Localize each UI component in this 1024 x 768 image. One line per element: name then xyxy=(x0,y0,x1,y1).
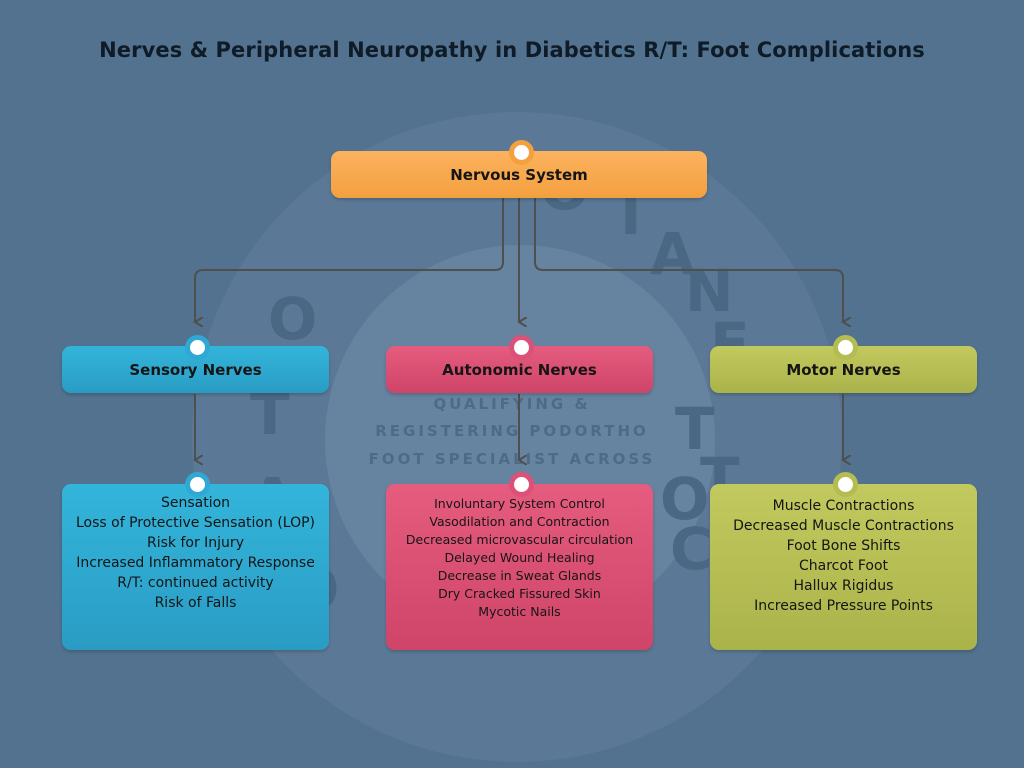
motor-details: Muscle Contractions Decreased Muscle Con… xyxy=(710,484,977,650)
list-item: Increased Pressure Points xyxy=(754,598,933,614)
list-item: Involuntary System Control xyxy=(434,496,605,511)
list-item: Delayed Wound Healing xyxy=(444,550,595,565)
list-item: Muscle Contractions xyxy=(772,498,915,514)
node-label: Motor Nerves xyxy=(786,360,901,379)
list-item: Decreased Muscle Contractions xyxy=(733,518,954,534)
autonomic-details: Involuntary System Control Vasodilation … xyxy=(386,484,653,650)
list-item: Loss of Protective Sensation (LOP) xyxy=(75,515,316,531)
seal-letter: T xyxy=(675,395,715,463)
seal-text-line: QUALIFYING & xyxy=(433,395,591,413)
list-item: Hallux Rigidus xyxy=(793,578,894,594)
seal-letter: I xyxy=(620,180,642,248)
seal-letter: A xyxy=(650,220,695,288)
list-item: R/T: continued activity xyxy=(117,575,274,591)
connector-dot xyxy=(509,140,534,165)
seal-text-line: REGISTERING PODORTHO xyxy=(375,422,649,440)
list-item: Dry Cracked Fissured Skin xyxy=(438,586,601,601)
list-item: Risk for Injury xyxy=(147,535,244,551)
connector-dot xyxy=(833,472,858,497)
connector-dot xyxy=(833,335,858,360)
list-item: Decrease in Sweat Glands xyxy=(437,568,602,583)
seal-letter: T xyxy=(250,380,290,448)
list-item: Vasodilation and Contraction xyxy=(429,514,610,529)
connector-dot xyxy=(509,335,534,360)
seal-letter: O xyxy=(660,465,710,533)
connector-dot xyxy=(185,335,210,360)
list-item: Sensation xyxy=(160,495,231,511)
list-item: Charcot Foot xyxy=(798,558,889,574)
seal-letter: O xyxy=(268,285,318,353)
node-label: Sensory Nerves xyxy=(129,360,262,379)
connector-root-motor xyxy=(534,198,843,322)
page-title: Nerves & Peripheral Neuropathy in Diabet… xyxy=(99,38,925,62)
list-item: Foot Bone Shifts xyxy=(786,538,901,554)
node-label: Autonomic Nerves xyxy=(442,360,597,379)
seal-letter: N xyxy=(685,257,734,325)
sensory-details: Sensation Loss of Protective Sensation (… xyxy=(62,484,329,650)
connector-root-sensory xyxy=(195,198,504,322)
seal-letter: C xyxy=(670,515,713,583)
node-label: Nervous System xyxy=(450,165,588,184)
list-item: Increased Inflammatory Response xyxy=(76,555,315,571)
list-item: Decreased microvascular circulation xyxy=(405,532,634,547)
connector-dot xyxy=(509,472,534,497)
list-item: Mycotic Nails xyxy=(478,604,561,619)
list-item: Risk of Falls xyxy=(154,595,237,611)
seal-text-line: FOOT SPECIALIST ACROSS xyxy=(368,450,656,468)
connector-dot xyxy=(185,472,210,497)
